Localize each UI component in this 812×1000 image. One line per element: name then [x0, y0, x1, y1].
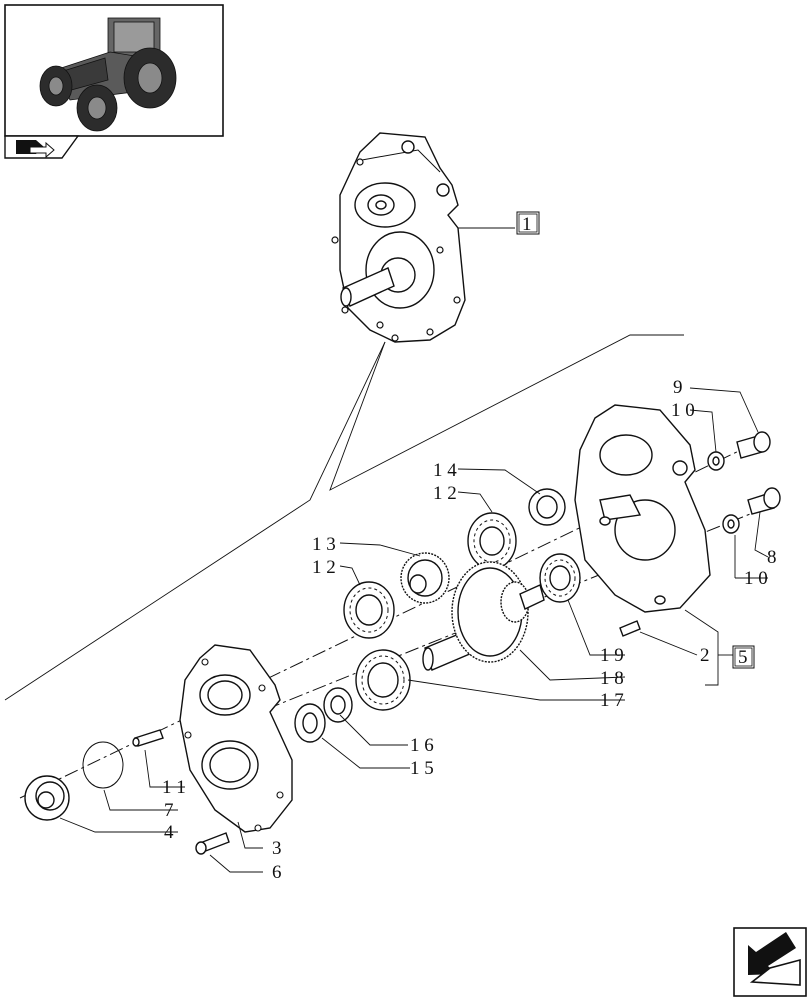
- callout-2: 2: [700, 645, 710, 666]
- callout-15: 1 5: [410, 758, 434, 779]
- drive-flange: [24, 775, 70, 821]
- callout-12-upper: 1 2: [433, 483, 457, 504]
- callout-9: 9: [673, 377, 683, 398]
- cover-dowel-pin: [619, 620, 641, 637]
- washer-10-lower: [722, 514, 740, 534]
- bushing-14: [528, 488, 566, 526]
- bearing-17: [355, 649, 411, 711]
- callout-10-upper: 1 0: [671, 400, 695, 421]
- bearing-12-lower: [343, 581, 395, 639]
- callout-16: 1 6: [410, 735, 434, 756]
- callout-10-lower: 1 0: [744, 568, 768, 589]
- callout-1: 1: [522, 214, 532, 235]
- callout-6: 6: [272, 862, 282, 883]
- callout-3: 3: [272, 838, 282, 859]
- shim-15: [294, 703, 326, 743]
- callout-box-5: [732, 645, 755, 669]
- callout-labels: 1 9 1 0 1 4 1 2 1 3 1 2 8 1 0 1 9 2 5 1 …: [162, 214, 777, 883]
- bearing-12-upper: [467, 512, 517, 570]
- callout-14: 1 4: [433, 460, 457, 481]
- callout-12-lower: 1 2: [312, 557, 336, 578]
- callout-19: 1 9: [600, 645, 624, 666]
- output-shaft-gear: [422, 561, 545, 671]
- idler-gear: [400, 552, 450, 604]
- cover-bolt-8: [747, 487, 781, 515]
- next-page-arrow-icon[interactable]: [733, 927, 807, 997]
- gearbox-cover: [574, 404, 711, 613]
- o-ring: [82, 741, 124, 789]
- callout-17: 1 7: [600, 690, 624, 711]
- callout-11: 1 1: [162, 777, 186, 798]
- callout-box-1: [516, 211, 540, 235]
- callout-13: 1 3: [312, 534, 336, 555]
- callout-8: 8: [767, 547, 777, 568]
- callout-5: 5: [738, 647, 748, 668]
- dowel-pin: [132, 729, 164, 747]
- callout-18: 1 8: [600, 668, 624, 689]
- leader-lines: [59, 387, 769, 873]
- section-arrow-icon[interactable]: [4, 135, 80, 159]
- housing-bolt: [195, 832, 230, 855]
- cover-bolt-9: [736, 431, 771, 459]
- shim-16: [323, 687, 353, 723]
- callout-7: 7: [164, 800, 174, 821]
- tractor-thumbnail-icon[interactable]: [4, 4, 224, 137]
- bearing-19: [539, 553, 581, 603]
- callout-4: 4: [164, 822, 174, 843]
- explosion-boundary: [4, 334, 684, 701]
- gearbox-housing: [179, 644, 293, 833]
- gearbox-assembly: [331, 132, 515, 343]
- washer-10-upper: [707, 451, 725, 471]
